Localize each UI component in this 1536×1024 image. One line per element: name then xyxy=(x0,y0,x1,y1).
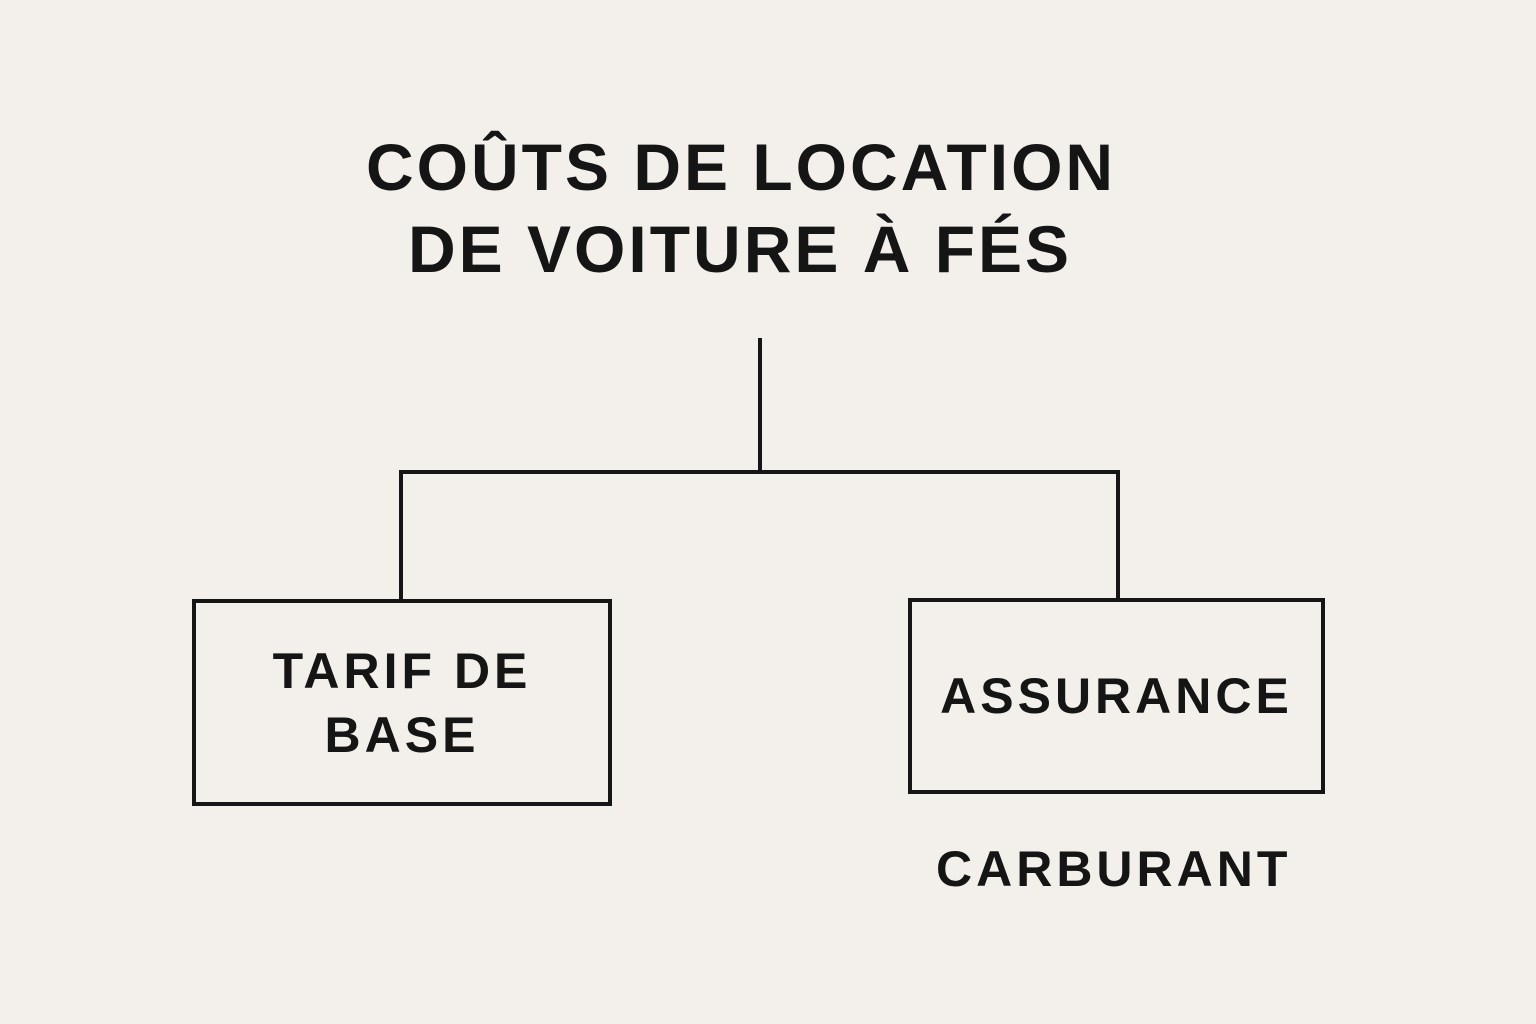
node-assurance: ASSURANCE xyxy=(908,598,1325,794)
node-tarif-label-line-1: TARIF DE xyxy=(272,642,532,699)
node-carburant-label: CARBURANT xyxy=(936,841,1292,897)
node-assurance-label: ASSURANCE xyxy=(940,668,1293,724)
node-tarif-de-base: TARIF DE BASE xyxy=(192,599,612,806)
node-tarif-label: TARIF DE BASE xyxy=(273,639,532,767)
node-tarif-label-line-2: BASE xyxy=(324,706,480,763)
diagram-title-line-2: DE VOITURE À FÉS xyxy=(408,212,1073,286)
diagram-title-line-1: COÛTS DE LOCATION xyxy=(366,130,1117,204)
